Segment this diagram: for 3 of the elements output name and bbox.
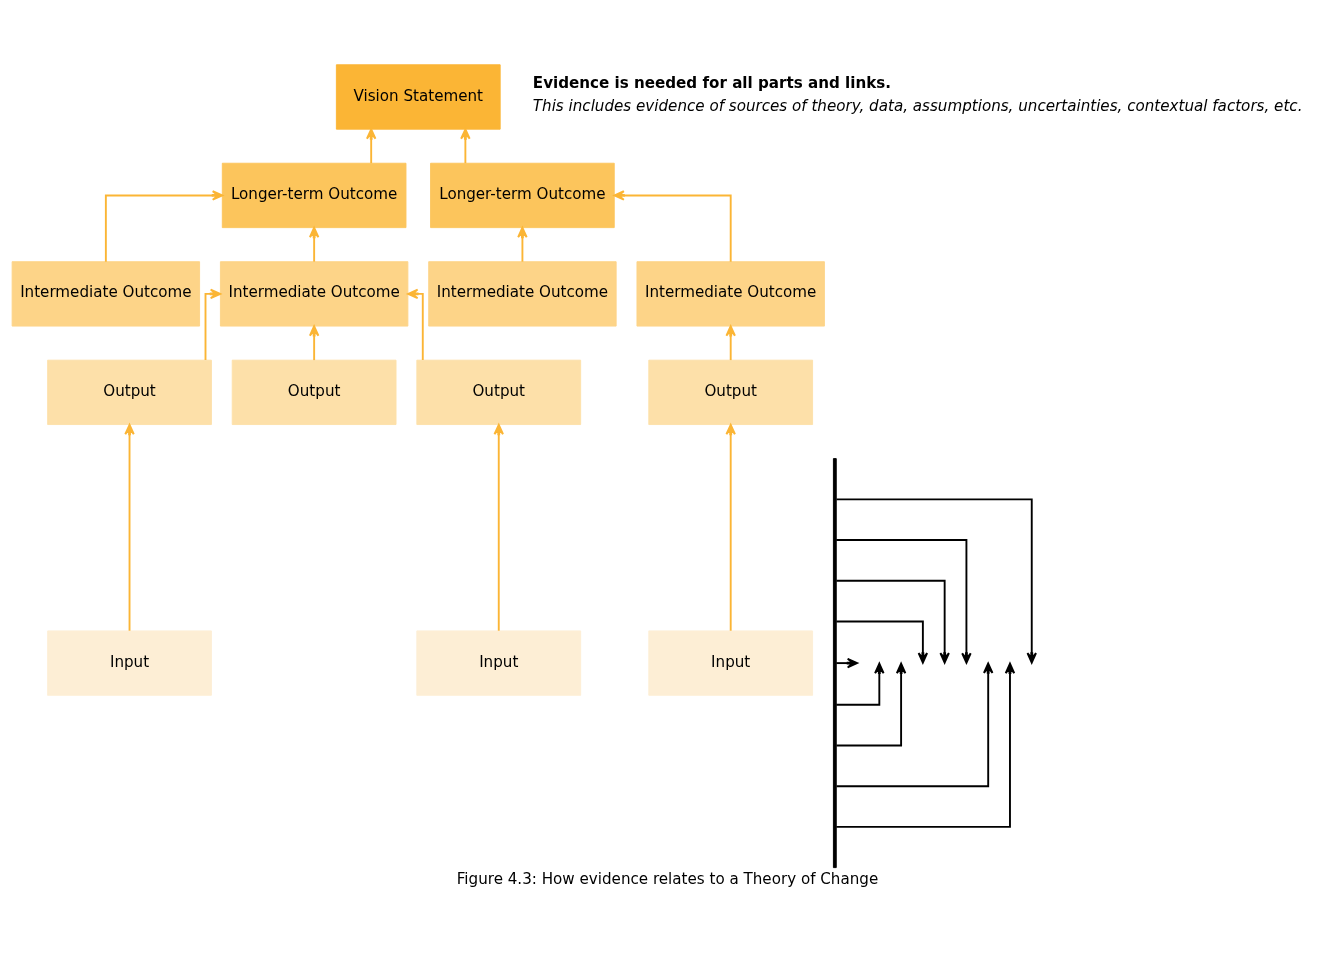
label: Evidence is needed for all parts and links. bbox=[532, 74, 891, 93]
caption: Figure 4.3: How evidence relates to a Theory of Change bbox=[456, 869, 879, 888]
label: This includes evidence of sources of theory, data, assumptions, uncertainties, contextual factors, etc. bbox=[532, 96, 1303, 115]
